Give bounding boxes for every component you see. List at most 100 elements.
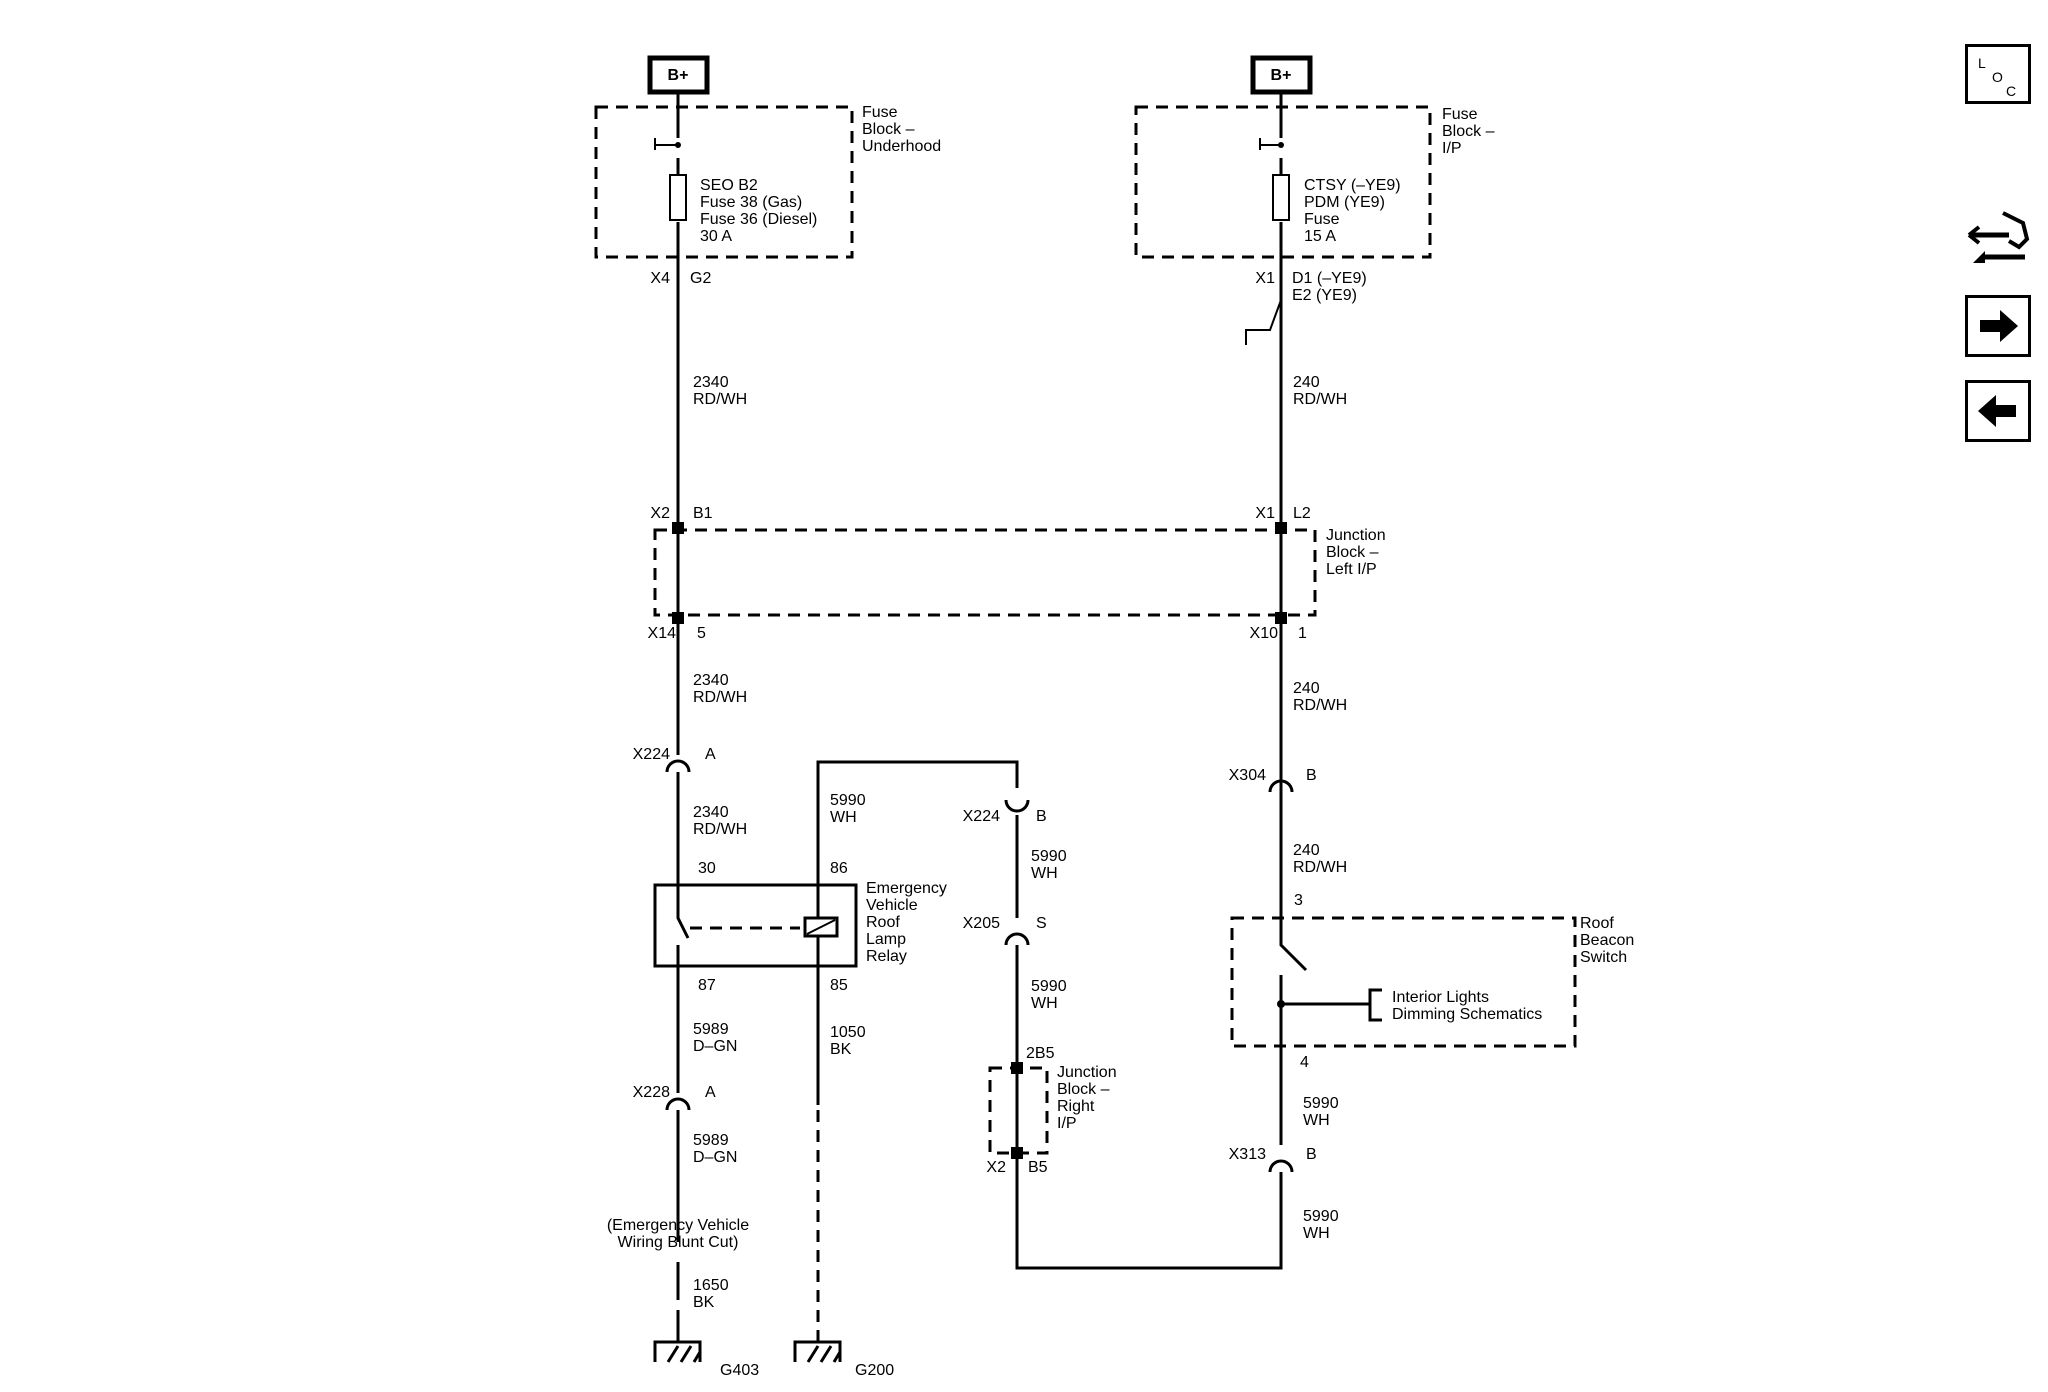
fuse-block-ip-box (1134, 105, 1432, 259)
wire-2340-upper-label: 2340 RD/WH (693, 374, 747, 408)
junction-block-left-box (653, 528, 1317, 617)
relay-pin-30-label: 30 (698, 860, 716, 877)
relay-box (653, 883, 858, 968)
svg-text:Dimming Schematics: Dimming Schematics (1392, 1006, 1542, 1023)
svg-text:Left I/P: Left I/P (1326, 561, 1377, 578)
switch-pin-3-label: 3 (1294, 892, 1303, 909)
svg-text:BK: BK (830, 1041, 852, 1058)
wire-5990-x205-label: 5990 WH (1031, 978, 1067, 1012)
svg-text:RD/WH: RD/WH (1293, 859, 1347, 876)
svg-text:SEO B2: SEO B2 (700, 177, 758, 194)
pin-2b5-label: 2B5 (1026, 1045, 1055, 1062)
ground-g403-icon: G403 (653, 1340, 759, 1379)
svg-text:Interior Lights: Interior Lights (1392, 989, 1489, 1006)
wire-5990-x224-label: 5990 WH (1031, 848, 1067, 882)
left-fuse (654, 138, 687, 221)
loc-o-letter: O (1992, 69, 2003, 85)
svg-text:Wiring Blunt Cut): Wiring Blunt Cut) (618, 1234, 739, 1251)
svg-text:Underhood: Underhood (862, 138, 941, 155)
switch-pin-4-label: 4 (1300, 1054, 1309, 1071)
svg-text:WH: WH (1031, 865, 1058, 882)
svg-text:WH: WH (1031, 995, 1058, 1012)
svg-text:2340: 2340 (693, 672, 729, 689)
relay-switch-arm (676, 885, 690, 966)
svg-text:5989: 5989 (693, 1132, 729, 1149)
svg-text:Switch: Switch (1580, 949, 1627, 966)
roof-beacon-switch-title: Roof Beacon Switch (1580, 915, 1634, 966)
loc-l-letter: L (1978, 55, 1986, 71)
svg-text:5990: 5990 (1303, 1095, 1339, 1112)
wire-5989-lower-label: 5989 D–GN (693, 1132, 737, 1166)
svg-text:B+: B+ (668, 67, 689, 84)
svg-text:CTSY (–YE9): CTSY (–YE9) (1304, 177, 1401, 194)
relay-pin-86-label: 86 (830, 860, 848, 877)
svg-text:S: S (1036, 915, 1047, 932)
x4-connector-label: X4 (650, 270, 670, 287)
svg-text:Block –: Block – (1057, 1081, 1110, 1098)
svg-text:RD/WH: RD/WH (1293, 391, 1347, 408)
svg-text:Vehicle: Vehicle (866, 897, 918, 914)
svg-text:B+: B+ (1271, 67, 1292, 84)
pin-1-label: 1 (1298, 625, 1307, 642)
x205-s-connector: X205 S (963, 915, 1047, 946)
roof-beacon-switch-contact (1279, 905, 1308, 1046)
svg-text:Block –: Block – (862, 121, 915, 138)
svg-text:G200: G200 (855, 1362, 894, 1379)
l2-pin-label: L2 (1293, 505, 1311, 522)
x10-connector-label: X10 (1250, 625, 1279, 642)
svg-text:B: B (1036, 808, 1047, 825)
e2-pin-label: E2 (YE9) (1292, 287, 1357, 304)
svg-text:G403: G403 (720, 1362, 759, 1379)
svg-text:X224: X224 (633, 746, 670, 763)
relay-pin-87-label: 87 (698, 977, 716, 994)
previous-arrow-button[interactable] (1965, 380, 2031, 442)
ground-g200-icon: G200 (793, 1340, 894, 1379)
wire-5989-upper-label: 5989 D–GN (693, 1021, 737, 1055)
svg-text:30 A: 30 A (700, 228, 732, 245)
svg-text:A: A (705, 746, 716, 763)
next-arrow-button[interactable] (1965, 295, 2031, 357)
left-arrow-icon (1978, 395, 2016, 427)
right-fuse-label: CTSY (–YE9) PDM (YE9) Fuse 15 A (1304, 177, 1401, 245)
svg-text:5990: 5990 (1031, 848, 1067, 865)
svg-text:Beacon: Beacon (1580, 932, 1634, 949)
wire-5990-loop (816, 760, 1283, 1270)
wire-5990-x313-label: 5990 WH (1303, 1208, 1339, 1242)
x224-b-connector: X224 B (963, 799, 1047, 825)
wire-5990-switch-label: 5990 WH (1303, 1095, 1339, 1129)
svg-text:2340: 2340 (693, 804, 729, 821)
x313-b-connector: X313 B (1229, 1146, 1317, 1173)
left-fuse-label: SEO B2 Fuse 38 (Gas) Fuse 36 (Diesel) 30… (700, 177, 817, 245)
relay-coil (803, 916, 839, 938)
fuse-block-underhood-title: Fuse Block – Underhood (862, 104, 941, 155)
wire-5990-relay-label: 5990 WH (830, 792, 866, 826)
svg-text:WH: WH (830, 809, 857, 826)
roof-beacon-switch-box (1230, 916, 1577, 1048)
x2-jbr-connector-label: X2 (986, 1159, 1006, 1176)
x224-a-connector: X224 A (633, 746, 716, 773)
left-battery-source: B+ (647, 55, 710, 95)
junction-block-right-title: Junction Block – Right I/P (1057, 1064, 1117, 1132)
connector-swap-icon[interactable] (1965, 205, 2031, 275)
svg-text:Fuse: Fuse (1442, 106, 1478, 123)
svg-text:I/P: I/P (1442, 140, 1462, 157)
svg-text:PDM (YE9): PDM (YE9) (1304, 194, 1385, 211)
svg-text:Fuse 36 (Diesel): Fuse 36 (Diesel) (700, 211, 817, 228)
svg-text:X228: X228 (633, 1084, 670, 1101)
location-view-button[interactable]: L O C (1965, 44, 2031, 104)
svg-text:5990: 5990 (1303, 1208, 1339, 1225)
x228-a-connector: X228 A (633, 1084, 716, 1111)
interior-lights-reference: Interior Lights Dimming Schematics (1392, 989, 1542, 1023)
wire-2340-lower-label: 2340 RD/WH (693, 804, 747, 838)
blunt-cut-label: (Emergency Vehicle Wiring Blunt Cut) (607, 1217, 749, 1251)
right-fuse (1259, 138, 1290, 221)
svg-text:(Emergency Vehicle: (Emergency Vehicle (607, 1217, 749, 1234)
svg-text:Fuse: Fuse (1304, 211, 1340, 228)
x2-connector-label: X2 (650, 505, 670, 522)
svg-text:Right: Right (1057, 1098, 1095, 1115)
option-break-mark (1245, 299, 1282, 345)
svg-text:X304: X304 (1229, 767, 1266, 784)
pin-b5-label: B5 (1028, 1159, 1048, 1176)
svg-text:Roof: Roof (1580, 915, 1614, 932)
